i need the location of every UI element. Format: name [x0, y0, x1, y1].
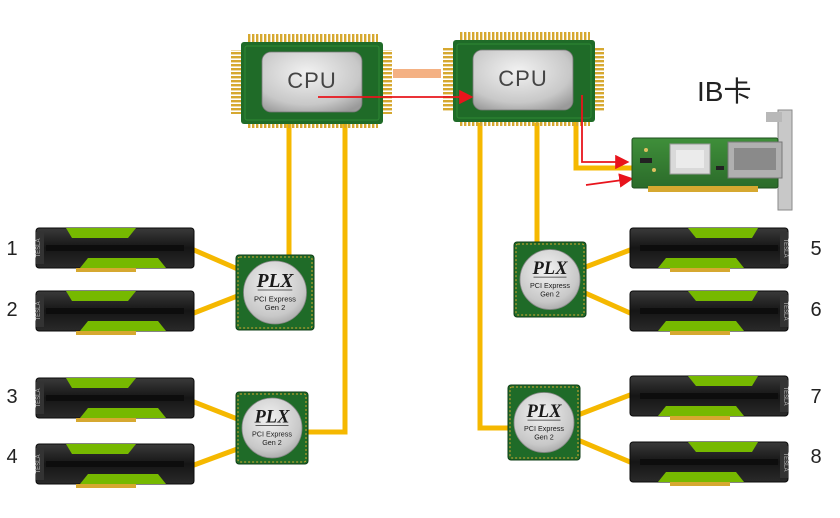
gpu-number-5: 5: [810, 238, 821, 260]
gpu-brand-label: TESLA: [782, 238, 788, 257]
gpu-card-4: TESLA: [35, 443, 195, 488]
gpu-number-3: 3: [6, 386, 17, 408]
plx-line1-label: PCI Express: [524, 424, 564, 433]
plx-line1-label: PCI Express: [252, 429, 292, 438]
gpu-number-6: 6: [810, 299, 821, 321]
link-cpu-left-plx-2: [297, 122, 348, 435]
gpu-number-7: 7: [810, 386, 821, 408]
gpu-number-8: 8: [810, 446, 821, 468]
pcie-links: [190, 112, 638, 469]
link-plx1-gpu2: [190, 291, 244, 317]
plx-line1-label: PCI Express: [254, 294, 296, 303]
gpu-brand-label: TESLA: [782, 301, 788, 320]
link-plx4-gpu8: [574, 436, 634, 466]
link-plx4-gpu7: [574, 391, 634, 419]
gpu-brand-label: TESLA: [36, 238, 42, 257]
cpu-right-label: CPU: [498, 66, 547, 91]
plx-brand-label: PLX: [531, 258, 568, 279]
gpu-brand-label: TESLA: [782, 386, 788, 405]
cpu-right: CPU: [443, 32, 604, 126]
link-cpu-right-plx-4: [477, 122, 517, 431]
link-plx2-gpu4: [190, 444, 244, 469]
plx-brand-label: PLX: [525, 401, 562, 422]
gpu-card-2: TESLA: [35, 290, 195, 335]
gpu-brand-label: TESLA: [782, 452, 788, 471]
gpu-brand-label: TESLA: [36, 454, 42, 473]
gpu-card-1: TESLA: [35, 227, 195, 272]
data-flow-arrows: [318, 89, 634, 188]
ib-nic-card: [631, 109, 793, 211]
gpu-card-5: TESLA: [629, 227, 789, 272]
cpu-left: CPU: [231, 34, 392, 128]
gpu-number-1: 1: [6, 238, 17, 260]
link-plx1-gpu1: [190, 246, 244, 274]
cpu-left-label: CPU: [287, 68, 336, 93]
plx-brand-label: PLX: [256, 271, 295, 292]
arrow-into-nic: [585, 173, 634, 188]
gpu-card-6: TESLA: [629, 290, 789, 335]
link-plx3-gpu6: [579, 288, 634, 317]
gpu-card-7: TESLA: [629, 375, 789, 420]
plx-die: [513, 392, 575, 453]
plx-line2-label: Gen 2: [534, 432, 554, 441]
link-plx3-gpu5: [579, 246, 634, 272]
plx-line2-label: Gen 2: [540, 289, 560, 298]
gpu-brand-label: TESLA: [36, 301, 42, 320]
cpu-interconnect: [393, 69, 441, 78]
gpu-number-4: 4: [6, 446, 17, 468]
gpu-card-3: TESLA: [35, 377, 195, 422]
plx-line2-label: Gen 2: [265, 303, 286, 312]
gpu-brand-label: TESLA: [36, 388, 42, 407]
arrow-cpu-to-nic: [581, 95, 630, 170]
cpu-right-die: [472, 49, 574, 111]
gpu-number-2: 2: [6, 299, 17, 321]
plx-brand-label: PLX: [253, 407, 290, 428]
ib-nic-label: IB卡: [697, 76, 751, 107]
plx-line2-label: Gen 2: [262, 438, 282, 447]
plx-die: [519, 249, 581, 310]
plx-die: [243, 260, 307, 325]
link-plx2-gpu3: [190, 398, 244, 424]
gpu-card-8: TESLA: [629, 441, 789, 486]
plx-line1-label: PCI Express: [530, 281, 570, 290]
plx-die: [241, 397, 303, 459]
